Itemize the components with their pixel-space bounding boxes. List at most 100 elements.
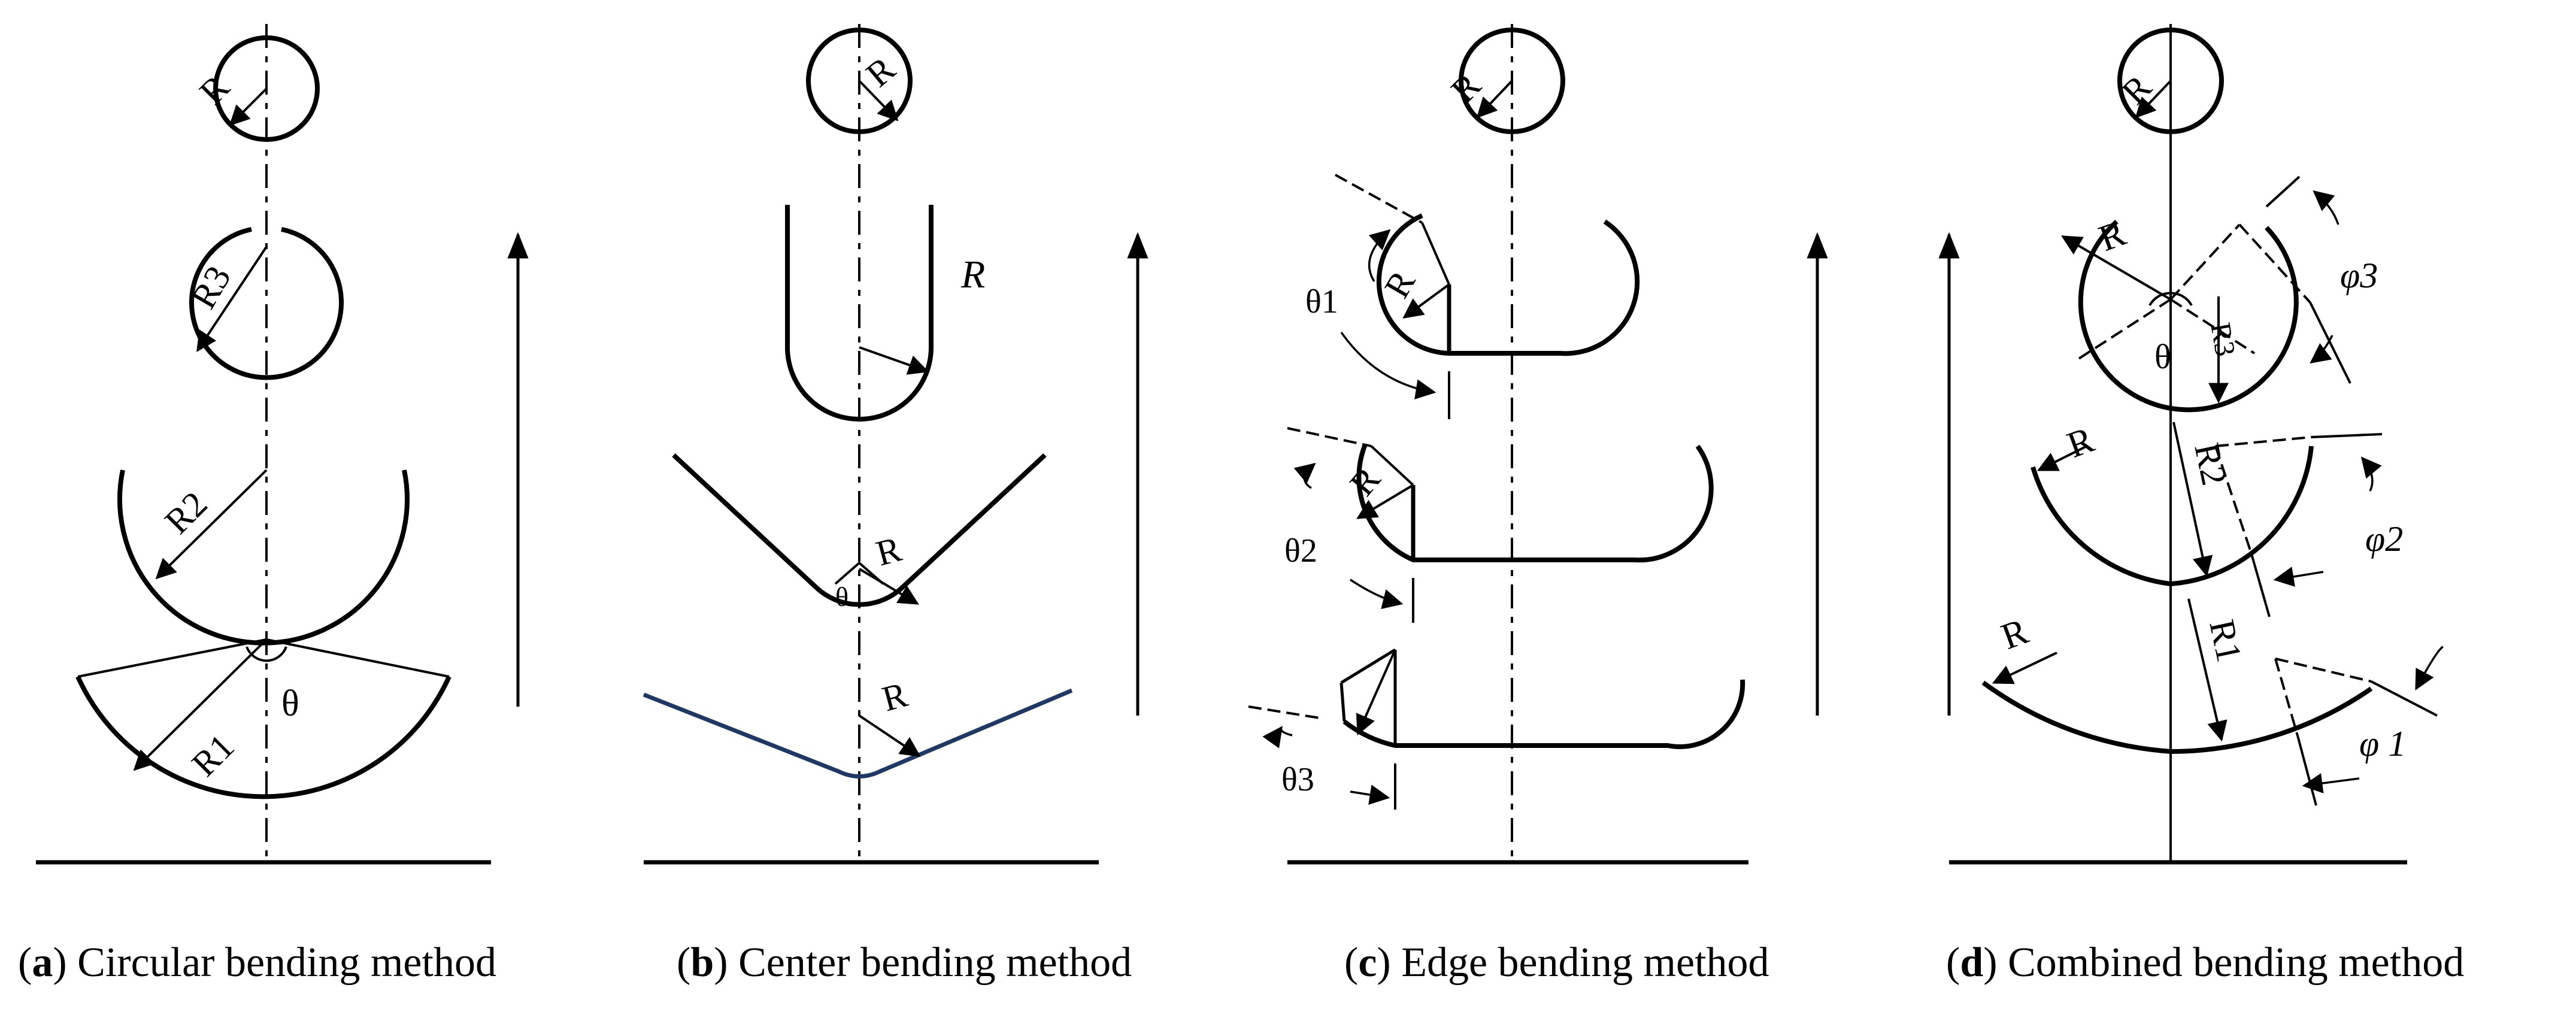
dashed-edge — [2275, 658, 2372, 683]
label-r1: R1 — [2202, 616, 2249, 665]
radius-arrow — [858, 80, 899, 122]
full-circle — [806, 28, 913, 134]
label-theta: θ — [2154, 337, 2171, 376]
dashed-edge — [2274, 658, 2299, 738]
radius-arrow — [2172, 422, 2213, 577]
panel-d-labels: R R θ R3 φ3 R R2 φ2 R R1 φ 1 — [1996, 67, 2407, 763]
extension-line — [2297, 737, 2317, 806]
theta2-arrow — [1350, 578, 1404, 610]
panel-c-labels: R R R θ1 θ2 θ3 — [1281, 65, 1488, 798]
caption-b: (b) Center bending method — [677, 940, 1132, 986]
extension-line — [1287, 427, 1372, 447]
theta1-arrow — [1340, 331, 1437, 400]
full-circle — [2117, 28, 2224, 134]
label-r: R — [192, 67, 237, 112]
extension-line — [1335, 174, 1423, 224]
theta3-arrow — [1350, 784, 1390, 805]
angle-mark — [2148, 292, 2193, 307]
label-r2: R2 — [157, 484, 215, 541]
extension-line — [2371, 680, 2438, 717]
radius-arrow — [1356, 484, 1414, 519]
radius-arrow — [858, 714, 921, 757]
radius-line — [1421, 222, 1450, 285]
extension-line — [2265, 175, 2301, 208]
radius-arrow — [1402, 283, 1450, 319]
combined-bend-1 — [2078, 220, 2299, 413]
panel-d — [1938, 24, 2444, 865]
label-r: R — [960, 253, 985, 296]
phi2-arrow — [2360, 456, 2382, 492]
radius-line — [1370, 445, 1414, 486]
radius-arrow — [859, 346, 929, 375]
edge-bend-2 — [1356, 443, 1714, 563]
extension-line — [1248, 705, 1324, 720]
extension-line — [2250, 553, 2271, 617]
label-r3: R3 — [2204, 320, 2241, 359]
label-phi2: φ2 — [2365, 519, 2403, 559]
panel-b — [643, 24, 1148, 865]
caption-d: (d) Combined bending method — [1946, 940, 2465, 986]
radius-arrow — [1476, 80, 1513, 119]
phi3-arrow — [2310, 335, 2333, 364]
caption-c: (c) Edge bending method — [1344, 940, 1769, 986]
u-bend — [785, 205, 934, 422]
theta3-arrow — [1262, 726, 1293, 749]
panel-c — [1248, 24, 1828, 865]
radius-arrow — [1992, 652, 2057, 684]
radius-arrow — [858, 568, 919, 605]
radius-arrow — [155, 469, 268, 580]
edge-bend-3 — [1342, 679, 1745, 749]
panel-a — [36, 24, 529, 865]
radius-arrow — [2187, 598, 2228, 742]
phi1-arrow — [2415, 646, 2444, 690]
radius-arrow — [196, 246, 268, 352]
label-r: R — [872, 529, 905, 573]
dashed-edge — [2169, 298, 2256, 354]
sector-edge — [266, 638, 450, 678]
label-r2: R2 — [2187, 440, 2234, 489]
radius-arrow — [2036, 445, 2087, 471]
label-r: R — [2062, 419, 2100, 466]
radius-arrow — [2135, 80, 2172, 119]
phi3-arrow — [2313, 190, 2339, 225]
label-phi3: φ3 — [2340, 256, 2378, 295]
label-r: R — [1377, 264, 1423, 305]
sector-edge — [1340, 648, 1396, 684]
phi2-arrow — [2273, 566, 2324, 587]
combined-bend-3 — [1981, 680, 2373, 755]
label-r: R — [878, 674, 911, 719]
label-r: R — [2094, 213, 2132, 259]
combined-bend-2 — [2031, 446, 2314, 587]
angle-mark — [834, 561, 884, 585]
label-r: R — [1996, 611, 2034, 658]
panel-b-labels: R R R θ R — [835, 49, 985, 719]
label-phi1: φ 1 — [2359, 724, 2406, 763]
full-circle — [1459, 28, 1565, 134]
label-theta: θ — [281, 683, 299, 724]
theta1-arrow — [1368, 229, 1391, 282]
caption-a: (a) Circular bending method — [18, 940, 496, 986]
phi1-arrow — [2302, 773, 2360, 793]
label-theta: θ — [835, 581, 848, 612]
v-bend — [672, 453, 1047, 607]
initial-strip — [643, 688, 1073, 778]
angle-mark — [246, 646, 287, 662]
theta2-arrow — [1293, 462, 1316, 489]
dashed-edge — [2238, 223, 2311, 304]
radius-arrow — [229, 87, 268, 126]
radius-arrow — [1356, 649, 1396, 736]
label-r: R — [1444, 65, 1489, 110]
arc-r2 — [117, 469, 410, 646]
label-theta3: θ3 — [1281, 761, 1314, 798]
label-theta1: θ1 — [1305, 283, 1338, 320]
arc-r1 — [75, 675, 451, 799]
extension-line — [2311, 433, 2383, 438]
extension-line — [2309, 302, 2351, 384]
arc-r3 — [189, 227, 344, 380]
label-r1: R1 — [184, 726, 242, 784]
label-r: R — [1342, 459, 1387, 503]
radius-arrow — [2061, 235, 2172, 301]
dashed-edge — [2169, 223, 2241, 301]
radius-arrow — [133, 638, 268, 771]
